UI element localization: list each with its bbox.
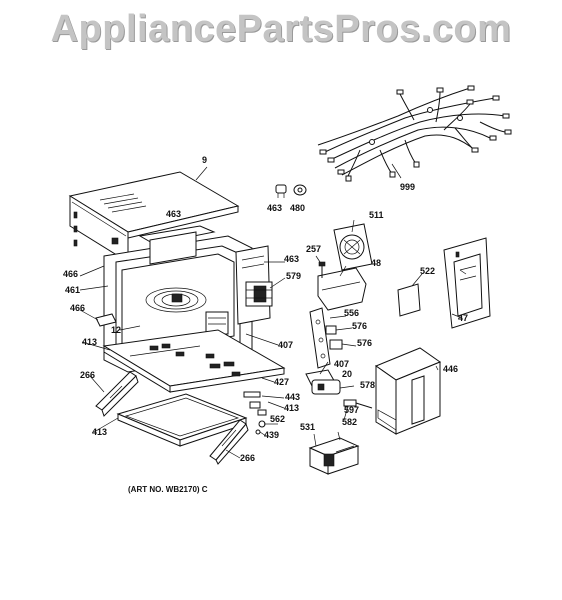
transformer-part[interactable] [308,437,360,475]
callout-463: 463 [267,203,282,213]
callout-9: 9 [202,155,207,165]
callout-579: 579 [286,271,301,281]
callout-461: 461 [65,285,80,295]
filter-part[interactable] [397,283,421,317]
callout-446: 446 [443,364,458,374]
air-duct-part[interactable] [317,267,367,311]
callout-407: 407 [278,340,293,350]
callout-576: 576 [357,338,372,348]
callout-597: 597 [344,405,359,415]
callout-48: 48 [371,258,381,268]
door-hinge-part[interactable] [95,313,117,327]
door-latch-part[interactable] [275,184,307,198]
side-cover-part[interactable] [374,347,442,435]
callout-407: 407 [334,359,349,369]
callout-511: 511 [369,210,384,220]
control-bracket-part[interactable] [309,307,331,369]
base-plate-part[interactable] [102,329,286,393]
diode-part[interactable] [343,399,373,409]
callout-582: 582 [342,417,357,427]
magnetron-part[interactable] [235,245,273,325]
callout-562: 562 [270,414,285,424]
callout-522: 522 [420,266,435,276]
callout-480: 480 [290,203,305,213]
callout-439: 439 [264,430,279,440]
bottom-tray-part[interactable] [116,393,248,447]
callout-266: 266 [80,370,95,380]
callout-466: 466 [63,269,78,279]
watermark-logo: AppliancePartsPros.com [50,8,512,50]
wire-harness-part[interactable] [317,85,512,182]
callout-578: 578 [360,380,375,390]
callout-266: 266 [240,453,255,463]
callout-427: 427 [274,377,289,387]
side-rail-part[interactable] [209,419,249,465]
screw-part[interactable] [318,261,326,278]
callout-999: 999 [400,182,415,192]
outer-case-part[interactable] [68,171,240,263]
callout-466: 466 [70,303,85,313]
callout-47: 47 [458,313,468,323]
callout-463: 463 [284,254,299,264]
capacitor-part[interactable] [305,369,341,395]
art-number-note: (ART NO. WB2170) C [128,485,208,494]
fan-motor-part[interactable] [333,223,373,271]
callout-413: 413 [284,403,299,413]
callout-443: 443 [285,392,300,402]
callout-463: 463 [166,209,181,219]
callout-12: 12 [111,325,121,335]
callout-413: 413 [92,427,107,437]
callout-257: 257 [306,244,321,254]
callout-20: 20 [342,369,352,379]
callout-413: 413 [82,337,97,347]
back-panel-part[interactable] [443,237,491,329]
callout-556: 556 [344,308,359,318]
front-rail-part[interactable] [95,371,139,417]
callout-576: 576 [352,321,367,331]
callout-531: 531 [300,422,315,432]
callout-leaders [79,163,467,459]
